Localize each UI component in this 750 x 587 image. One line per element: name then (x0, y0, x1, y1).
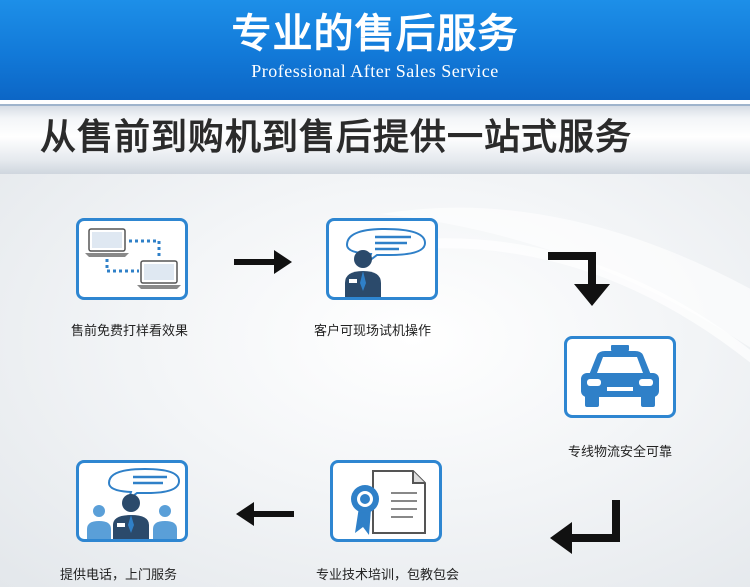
step-card-logistics (564, 336, 676, 418)
step-card-preview (76, 218, 188, 300)
step-card-training (330, 460, 442, 542)
page-subtitle: Professional After Sales Service (251, 61, 499, 81)
page-title: 专业的售后服务 (231, 11, 519, 57)
support-team-icon (87, 467, 181, 539)
banner-text: 从售前到购机到售后提供一站式服务 (40, 117, 633, 158)
car-icon (581, 345, 659, 407)
laptops-connected-icon (85, 228, 181, 289)
step-label-logistics: 专线物流安全可靠 (568, 445, 673, 460)
banner: 从售前到购机到售后提供一站式服务 (0, 104, 750, 174)
arrow-right-icon (234, 250, 292, 274)
arrow-turn-left-icon (550, 500, 620, 554)
arrow-left-icon (236, 502, 294, 526)
step-card-support (76, 460, 188, 542)
step-label-training: 专业技术培训，包教包会 (316, 568, 460, 583)
step-label-preview: 售前免费打样看效果 (71, 324, 189, 339)
presenter-speech-icon (345, 227, 427, 297)
step-card-trial (326, 218, 438, 300)
process-area: 售前免费打样看效果 客户可现场试机操作 (0, 174, 750, 587)
step-label-trial: 客户可现场试机操作 (314, 324, 432, 339)
certificate-icon (351, 470, 426, 535)
arrow-turn-down-icon (548, 252, 610, 306)
step-label-support: 提供电话，上门服务 (60, 568, 178, 583)
header: 专业的售后服务 Professional After Sales Service (0, 0, 750, 100)
